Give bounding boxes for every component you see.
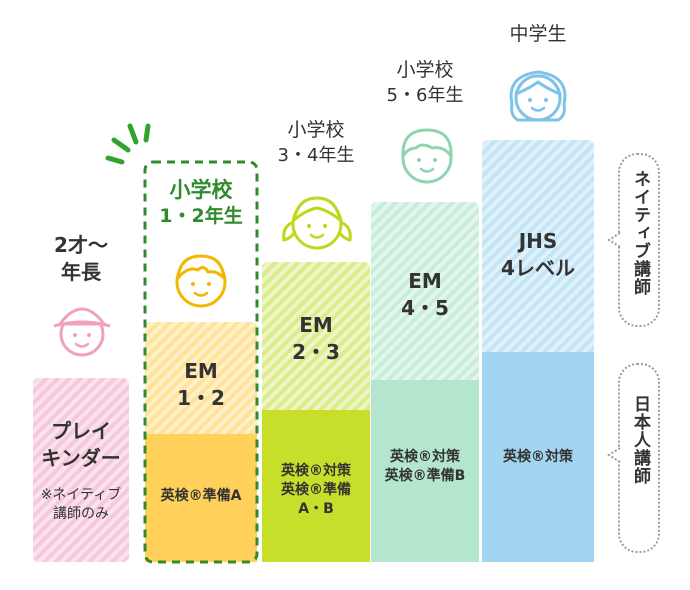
elem34-grade-line2: 3・4年生 — [277, 144, 355, 166]
preschool-note-line1: ※ネイティブ — [40, 487, 122, 503]
child-hat-icon — [50, 292, 114, 366]
jhs-upper-line2: 4レベル — [501, 256, 575, 280]
girl-pigtails-icon — [278, 188, 356, 254]
japanese-teacher-label: 日本人講師 — [630, 395, 650, 485]
elem34-grade-line1: 小学校 — [287, 119, 345, 141]
elem12-grade: 小学校 1・2年生 — [145, 176, 257, 230]
jhs-upper-label: JHS 4レベル — [482, 228, 594, 282]
preschool-label-line2: キンダー — [41, 446, 121, 470]
elem56-bar — [371, 202, 479, 562]
elem34-lower-line2: 英検®準備 — [281, 481, 351, 498]
column-elem12 — [145, 322, 257, 562]
jhs-bar — [482, 140, 594, 562]
elem34-upper-label: EM 2・3 — [262, 312, 370, 366]
boy-icon — [168, 246, 234, 312]
native-teacher-bubble — [618, 153, 660, 327]
preschool-grade-line2: 年長 — [61, 260, 101, 284]
jhs-upper-line1: JHS — [518, 229, 558, 253]
elem34-bar — [262, 262, 370, 562]
jhs-lower-line1: 英検®対策 — [503, 449, 573, 465]
column-elem56 — [371, 202, 479, 562]
elem56-grade: 小学校 5・6年生 — [371, 58, 479, 108]
elem12-upper-label: EM 1・2 — [145, 358, 257, 412]
preschool-note: ※ネイティブ 講師のみ — [33, 486, 129, 524]
boy-short-hair-icon — [394, 118, 460, 188]
native-bubble-tail — [607, 232, 621, 248]
jhs-lower-label: 英検®対策 — [482, 448, 594, 467]
elem34-upper-line2: 2・3 — [292, 340, 340, 364]
sparkle-icon — [100, 120, 160, 170]
preschool-note-line2: 講師のみ — [53, 505, 109, 522]
elem34-grade: 小学校 3・4年生 — [262, 118, 370, 168]
preschool-label: プレイ キンダー — [33, 418, 129, 472]
preschool-bar — [33, 378, 129, 562]
preschool-grade: 2才〜 年長 — [33, 232, 129, 286]
elem34-lower-line1: 英検®対策 — [281, 463, 351, 479]
elem34-upper-line1: EM — [299, 313, 333, 337]
elem12-lower-label: 英検®準備A — [145, 487, 257, 506]
highlight-frame — [143, 160, 259, 564]
elem12-bar — [145, 322, 257, 562]
native-teacher-label: ネイティブ講師 — [630, 170, 650, 296]
elem12-upper-line1: EM — [184, 359, 218, 383]
japanese-teacher-bubble — [618, 363, 660, 553]
column-jhs — [482, 140, 594, 562]
column-elem34 — [262, 262, 370, 562]
elem34-lower-label: 英検®対策 英検®準備 A・B — [262, 462, 370, 519]
elem12-grade-line2: 1・2年生 — [159, 205, 243, 228]
elem12-upper-line2: 1・2 — [177, 386, 225, 410]
elem56-lower-label: 英検®対策 英検®準備B — [371, 448, 479, 486]
elem56-lower-line1: 英検®対策 — [390, 449, 460, 465]
elem12-lower-line1: 英検®準備A — [160, 488, 242, 504]
elem56-upper-line1: EM — [408, 269, 442, 293]
elem56-upper-line2: 4・5 — [401, 296, 449, 320]
jhs-grade-line1: 中学生 — [509, 23, 567, 45]
elem12-grade-line1: 小学校 — [169, 178, 233, 202]
preschool-label-line1: プレイ — [51, 419, 111, 443]
elem56-grade-line2: 5・6年生 — [386, 84, 464, 106]
elem56-lower-line2: 英検®準備B — [384, 467, 466, 484]
japanese-bubble-tail — [607, 447, 621, 463]
elem34-lower-line3: A・B — [298, 500, 334, 517]
elem56-grade-line1: 小学校 — [396, 59, 454, 81]
elem56-upper-label: EM 4・5 — [371, 268, 479, 322]
preschool-grade-line1: 2才〜 — [54, 233, 108, 257]
jhs-grade: 中学生 — [482, 22, 594, 48]
column-preschool — [33, 378, 129, 562]
girl-long-hair-icon — [500, 58, 576, 130]
